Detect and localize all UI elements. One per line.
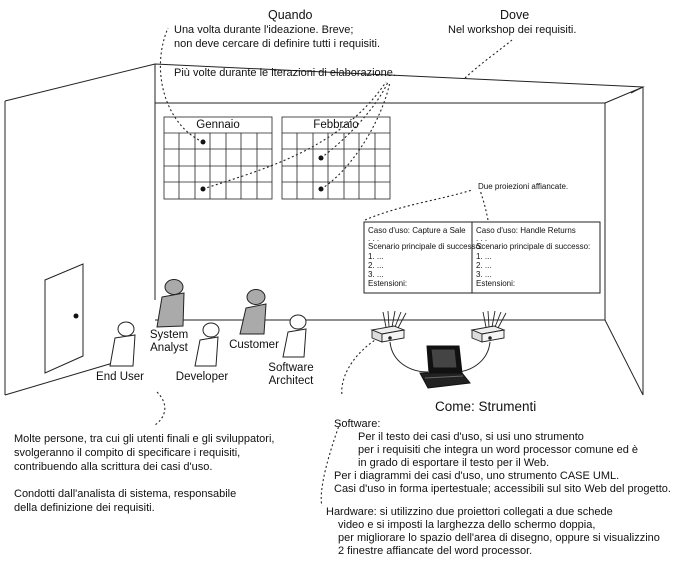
system-analyst-figure: [156, 279, 185, 328]
system-analyst-label-line-2: Analyst: [150, 342, 188, 354]
use-case-left-step: 1. ...: [368, 252, 384, 261]
system-analyst-label-line-1: System: [149, 329, 189, 341]
quando-line-3: Più volte durante le iterazioni di elabo…: [174, 67, 396, 79]
customer-label: Customer: [229, 339, 279, 351]
developer-label: Developer: [175, 371, 229, 383]
dove-line-1: Nel workshop dei requisiti.: [448, 24, 577, 36]
software-architect-label: Software Architect: [256, 362, 326, 388]
projection-screens: [363, 221, 601, 294]
projections-note: Due proiezioni affiancate.: [478, 182, 569, 191]
chi-line-1: Molte persone, tra cui gli utenti finali…: [14, 433, 275, 445]
quando-line-2: non deve cercare di definire tutti i req…: [174, 38, 381, 50]
system-analyst-label: System Analyst: [137, 329, 201, 355]
use-case-right-dots: . . .: [476, 234, 488, 243]
developer-figure: [194, 322, 220, 367]
use-case-right-extensions: Estensioni:: [476, 279, 516, 288]
projector-right: [470, 310, 507, 343]
calendar-gennaio-month: Gennaio: [196, 119, 240, 131]
software-architect-label-line-2: Architect: [268, 375, 314, 387]
room-walls: [4, 63, 645, 396]
dove-heading: Dove: [500, 8, 530, 22]
use-case-right-step: 1. ...: [476, 252, 492, 261]
strumenti-sw-line-2: per i requisiti che integra un word proc…: [358, 444, 639, 456]
customer-figure: [239, 289, 267, 335]
use-case-left-extensions: Estensioni:: [368, 279, 408, 288]
strumenti-hw-line-2: video e si imposti la larghezza dello sc…: [338, 519, 596, 531]
strumenti-heading: Come: Strumenti: [435, 399, 537, 414]
software-architect-figure: [282, 314, 307, 358]
dotted-leaders: [154, 27, 513, 507]
calendar-gennaio: [163, 116, 273, 200]
calendar-febbraio-month: Febbraio: [313, 119, 359, 131]
use-case-right-step: 3. ...: [476, 270, 492, 279]
quando-line-1: Una volta durante l'ideazione. Breve;: [174, 24, 354, 36]
quando-heading: Quando: [268, 8, 313, 22]
strumenti-hw-line-1: Hardware: si utilizzino due proiettori c…: [326, 506, 613, 518]
use-case-left-step: 2. ...: [368, 261, 384, 270]
door: [44, 263, 84, 374]
strumenti-sw-line-5: Casi d'uso in forma ipertestuale; access…: [334, 483, 671, 495]
strumenti-sw-line-3: in grado di esportare il testo per il We…: [358, 457, 550, 469]
strumenti-software-label: Software:: [334, 418, 381, 430]
strumenti-hw-line-4: 2 finestre affiancate del word processor…: [338, 545, 533, 557]
use-case-left-step: 3. ...: [368, 270, 384, 279]
laptop-icon: [419, 345, 471, 389]
use-case-right-title: Caso d'uso: Handle Returns: [476, 226, 576, 235]
strumenti-sw-line-4: Per i diagrammi dei casi d'uso, uno stru…: [334, 470, 620, 482]
end-user-label: End User: [96, 371, 144, 383]
projector-left: [370, 310, 407, 343]
use-case-right-scenario: Scenario principale di successo:: [476, 242, 591, 251]
strumenti-sw-line-1: Per il testo dei casi d'uso, si usi uno …: [358, 431, 584, 443]
use-case-left-dots: . . .: [368, 234, 380, 243]
calendar-febbraio: [281, 116, 391, 200]
chi-line-3: contribuendo alla scrittura dei casi d'u…: [14, 461, 213, 473]
end-user-figure: [109, 321, 136, 367]
chi-line-5: della definizione dei requisiti.: [14, 502, 155, 514]
chi-line-4: Condotti dall'analista di sistema, respo…: [14, 488, 237, 500]
software-architect-label-line-1: Software: [268, 362, 314, 374]
use-case-right-step: 2. ...: [476, 261, 492, 270]
use-case-left-scenario: Scenario principale di successo:: [368, 242, 483, 251]
chi-line-2: svolgeranno il compito di specificare i …: [14, 447, 241, 459]
use-case-left-title: Caso d'uso: Capture a Sale: [368, 226, 466, 235]
strumenti-hw-line-3: per migliorare lo spazio dell'area di di…: [338, 532, 660, 544]
